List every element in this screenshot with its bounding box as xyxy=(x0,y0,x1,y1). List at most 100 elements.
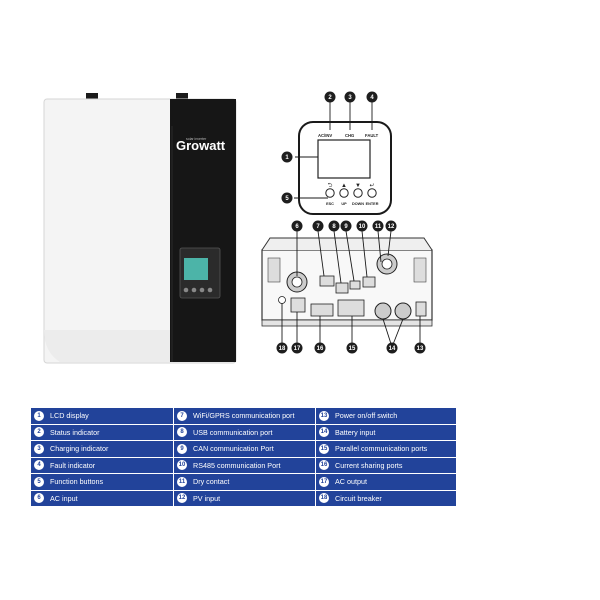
legend-table: 1 LCD display 7 WiFi/GPRS communication por… xyxy=(31,408,457,507)
callout-16: 16 xyxy=(314,342,326,354)
legend-number-badge: 12 xyxy=(177,493,187,504)
callout-12: 12 xyxy=(385,220,397,232)
svg-text:⮌: ⮌ xyxy=(328,182,333,189)
legend-number-badge: 9 xyxy=(177,443,187,454)
legend-item-8: 8 USB communication port xyxy=(174,424,316,441)
callout-18: 18 xyxy=(276,342,288,354)
lcd-display xyxy=(317,139,371,179)
legend-number-badge: 7 xyxy=(177,410,187,421)
legend-number-badge: 4 xyxy=(34,460,44,471)
svg-text:↵: ↵ xyxy=(369,183,374,189)
legend-item-1: 1 LCD display xyxy=(31,408,174,425)
legend-number-badge: 1 xyxy=(34,410,44,421)
legend-item-18: 18 Circuit breaker xyxy=(316,490,457,507)
indicator-label-chg: CHG xyxy=(345,133,354,138)
legend-label: Status indicator xyxy=(50,427,100,437)
legend-number-badge: 15 xyxy=(319,443,329,454)
legend-label: Circuit breaker xyxy=(335,493,382,503)
legend-item-13: 13 Power on/off switch xyxy=(316,408,457,425)
svg-text:3: 3 xyxy=(348,95,352,101)
legend-number-badge: 2 xyxy=(34,427,44,438)
legend-item-2: 2 Status indicator xyxy=(31,424,174,441)
legend-number-badge: 17 xyxy=(319,476,329,487)
legend-number-badge: 18 xyxy=(319,493,329,504)
svg-text:9: 9 xyxy=(344,224,348,230)
svg-text:10: 10 xyxy=(359,224,366,230)
leader-lines xyxy=(281,101,421,348)
bottom-terminal-panel xyxy=(261,237,433,327)
legend-label: Fault indicator xyxy=(50,460,96,470)
function-buttons: ⮌ ▲ ▼ ↵ ESC UP DOWN ENTER xyxy=(325,182,379,206)
legend-label: PV input xyxy=(193,493,221,503)
legend-label: USB communication port xyxy=(193,427,273,437)
legend-item-15: 15 Parallel communication ports xyxy=(316,441,457,458)
legend-label: Charging indicator xyxy=(50,444,109,454)
legend-item-10: 10 RS485 communication Port xyxy=(174,457,316,474)
indicator-label-ac-inv: AC/INV xyxy=(318,133,332,138)
legend-item-17: 17 AC output xyxy=(316,474,457,491)
legend-label: AC output xyxy=(335,477,367,487)
button-label-down: DOWN xyxy=(352,202,364,206)
legend-label: CAN communication Port xyxy=(193,444,274,454)
svg-text:▲: ▲ xyxy=(341,183,347,189)
legend-label: LCD display xyxy=(50,411,89,421)
button-label-up: UP xyxy=(341,202,347,206)
svg-text:8: 8 xyxy=(332,224,336,230)
svg-text:12: 12 xyxy=(388,224,395,230)
callout-14: 14 xyxy=(386,342,398,354)
svg-text:1: 1 xyxy=(285,155,289,161)
legend-number-badge: 3 xyxy=(34,443,44,454)
legend-label: Parallel communication ports xyxy=(335,444,428,454)
callout-4: 4 xyxy=(366,91,378,103)
legend-item-11: 11 Dry contact xyxy=(174,474,316,491)
legend-number-badge: 16 xyxy=(319,460,329,471)
legend-item-3: 3 Charging indicator xyxy=(31,441,174,458)
legend-number-badge: 8 xyxy=(177,427,187,438)
legend-item-14: 14 Battery input xyxy=(316,424,457,441)
legend-label: AC input xyxy=(50,493,78,503)
svg-text:2: 2 xyxy=(328,95,332,101)
svg-text:16: 16 xyxy=(317,346,324,352)
svg-text:17: 17 xyxy=(294,346,301,352)
legend-number-badge: 10 xyxy=(177,460,187,471)
legend-label: RS485 communication Port xyxy=(193,460,281,470)
legend-item-12: 12 PV input xyxy=(174,490,316,507)
svg-text:4: 4 xyxy=(370,95,374,101)
legend-item-16: 16 Current sharing ports xyxy=(316,457,457,474)
svg-text:11: 11 xyxy=(375,224,382,230)
legend-number-badge: 14 xyxy=(319,427,329,438)
callout-8: 8 xyxy=(328,220,340,232)
callout-17: 17 xyxy=(291,342,303,354)
callout-6: 6 xyxy=(291,220,303,232)
callout-13: 13 xyxy=(414,342,426,354)
legend-number-badge: 13 xyxy=(319,410,329,421)
callout-1: 1 xyxy=(281,151,293,163)
legend-label: WiFi/GPRS communication port xyxy=(193,411,295,421)
legend-label: Dry contact xyxy=(193,477,230,487)
callout-9: 9 xyxy=(340,220,352,232)
callout-3: 3 xyxy=(344,91,356,103)
legend-item-4: 4 Fault indicator xyxy=(31,457,174,474)
callout-15: 15 xyxy=(346,342,358,354)
svg-text:6: 6 xyxy=(295,224,299,230)
svg-text:15: 15 xyxy=(349,346,356,352)
callout-10: 10 xyxy=(356,220,368,232)
svg-text:7: 7 xyxy=(316,224,320,230)
legend-number-badge: 5 xyxy=(34,476,44,487)
legend-label: Battery input xyxy=(335,427,376,437)
svg-text:▼: ▼ xyxy=(355,183,361,189)
legend-item-7: 7 WiFi/GPRS communication port xyxy=(174,408,316,425)
inverter-front-view: Growatt solar inverter xyxy=(43,93,237,364)
svg-text:13: 13 xyxy=(417,346,424,352)
callout-11: 11 xyxy=(372,220,384,232)
legend-number-badge: 11 xyxy=(177,476,187,487)
growatt-tagline: solar inverter xyxy=(186,137,207,141)
legend-label: Power on/off switch xyxy=(335,411,398,421)
legend-label: Current sharing ports xyxy=(335,460,403,470)
indicator-label-fault: FAULT xyxy=(365,133,379,138)
svg-text:14: 14 xyxy=(389,346,396,352)
